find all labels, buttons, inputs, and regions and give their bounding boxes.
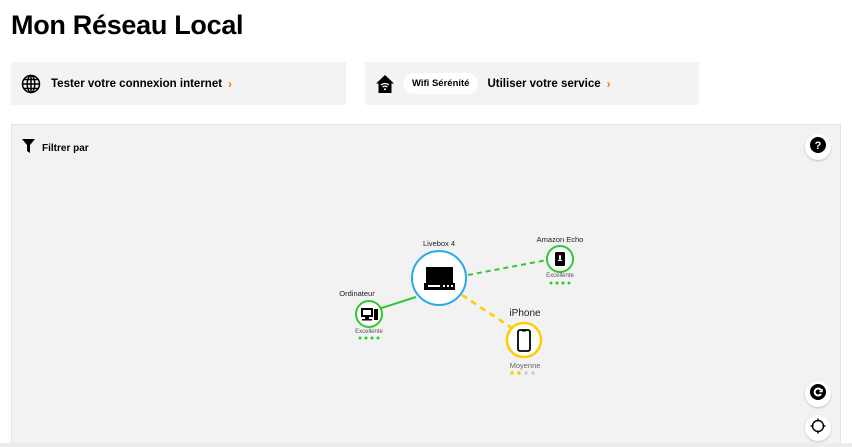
link-iphone: [461, 293, 513, 330]
node-ordinateur[interactable]: [355, 300, 383, 340]
divider: [0, 443, 852, 447]
computer-icon: [361, 308, 378, 321]
refresh-icon: [810, 383, 826, 405]
iphone-label: iPhone: [509, 308, 541, 319]
amazon-echo-label: Amazon Echo: [536, 235, 584, 244]
amazon-echo-quality: Excellente: [546, 273, 574, 279]
question-icon: ?: [810, 136, 826, 158]
wifi-serenite-badge: Wifi Sérénité: [403, 73, 479, 94]
refresh-button[interactable]: [805, 381, 831, 407]
livebox-icon: [424, 267, 455, 290]
node-amazon-echo[interactable]: [546, 245, 574, 285]
wifi-service-card[interactable]: Wifi Sérénité Utiliser votre service ›: [365, 62, 699, 105]
iphone-quality: Moyenne: [509, 361, 541, 370]
test-connection-label: Tester votre connexion internet: [51, 77, 223, 90]
ordinateur-label: Ordinateur: [339, 289, 375, 298]
node-livebox[interactable]: [411, 250, 467, 306]
filter-icon: [22, 139, 35, 158]
svg-text:?: ?: [815, 140, 822, 152]
filter-button[interactable]: Filtrer par: [22, 139, 89, 158]
ordinateur-quality: Excellente: [355, 329, 383, 335]
page-title: Mon Réseau Local: [11, 10, 244, 40]
wifi-house-icon: [374, 73, 396, 95]
crosshair-icon: [810, 418, 826, 439]
node-iphone[interactable]: [505, 321, 543, 375]
help-button[interactable]: ?: [805, 134, 831, 160]
link-amazon-echo: [467, 259, 548, 276]
filter-label: Filtrer par: [42, 143, 89, 154]
wifi-service-label: Utiliser votre service: [487, 77, 601, 90]
globe-icon: [20, 73, 42, 95]
chevron-right-icon: ›: [228, 76, 233, 91]
speaker-icon: [555, 252, 565, 266]
smartphone-icon: [517, 329, 531, 352]
livebox-label: Livebox 4: [422, 239, 456, 248]
network-graph: [355, 245, 574, 375]
network-map-panel[interactable]: Filtrer par: [11, 124, 841, 447]
test-connection-card[interactable]: Tester votre connexion internet ›: [11, 62, 346, 105]
recenter-button[interactable]: [805, 415, 831, 441]
chevron-right-icon: ›: [606, 76, 611, 91]
